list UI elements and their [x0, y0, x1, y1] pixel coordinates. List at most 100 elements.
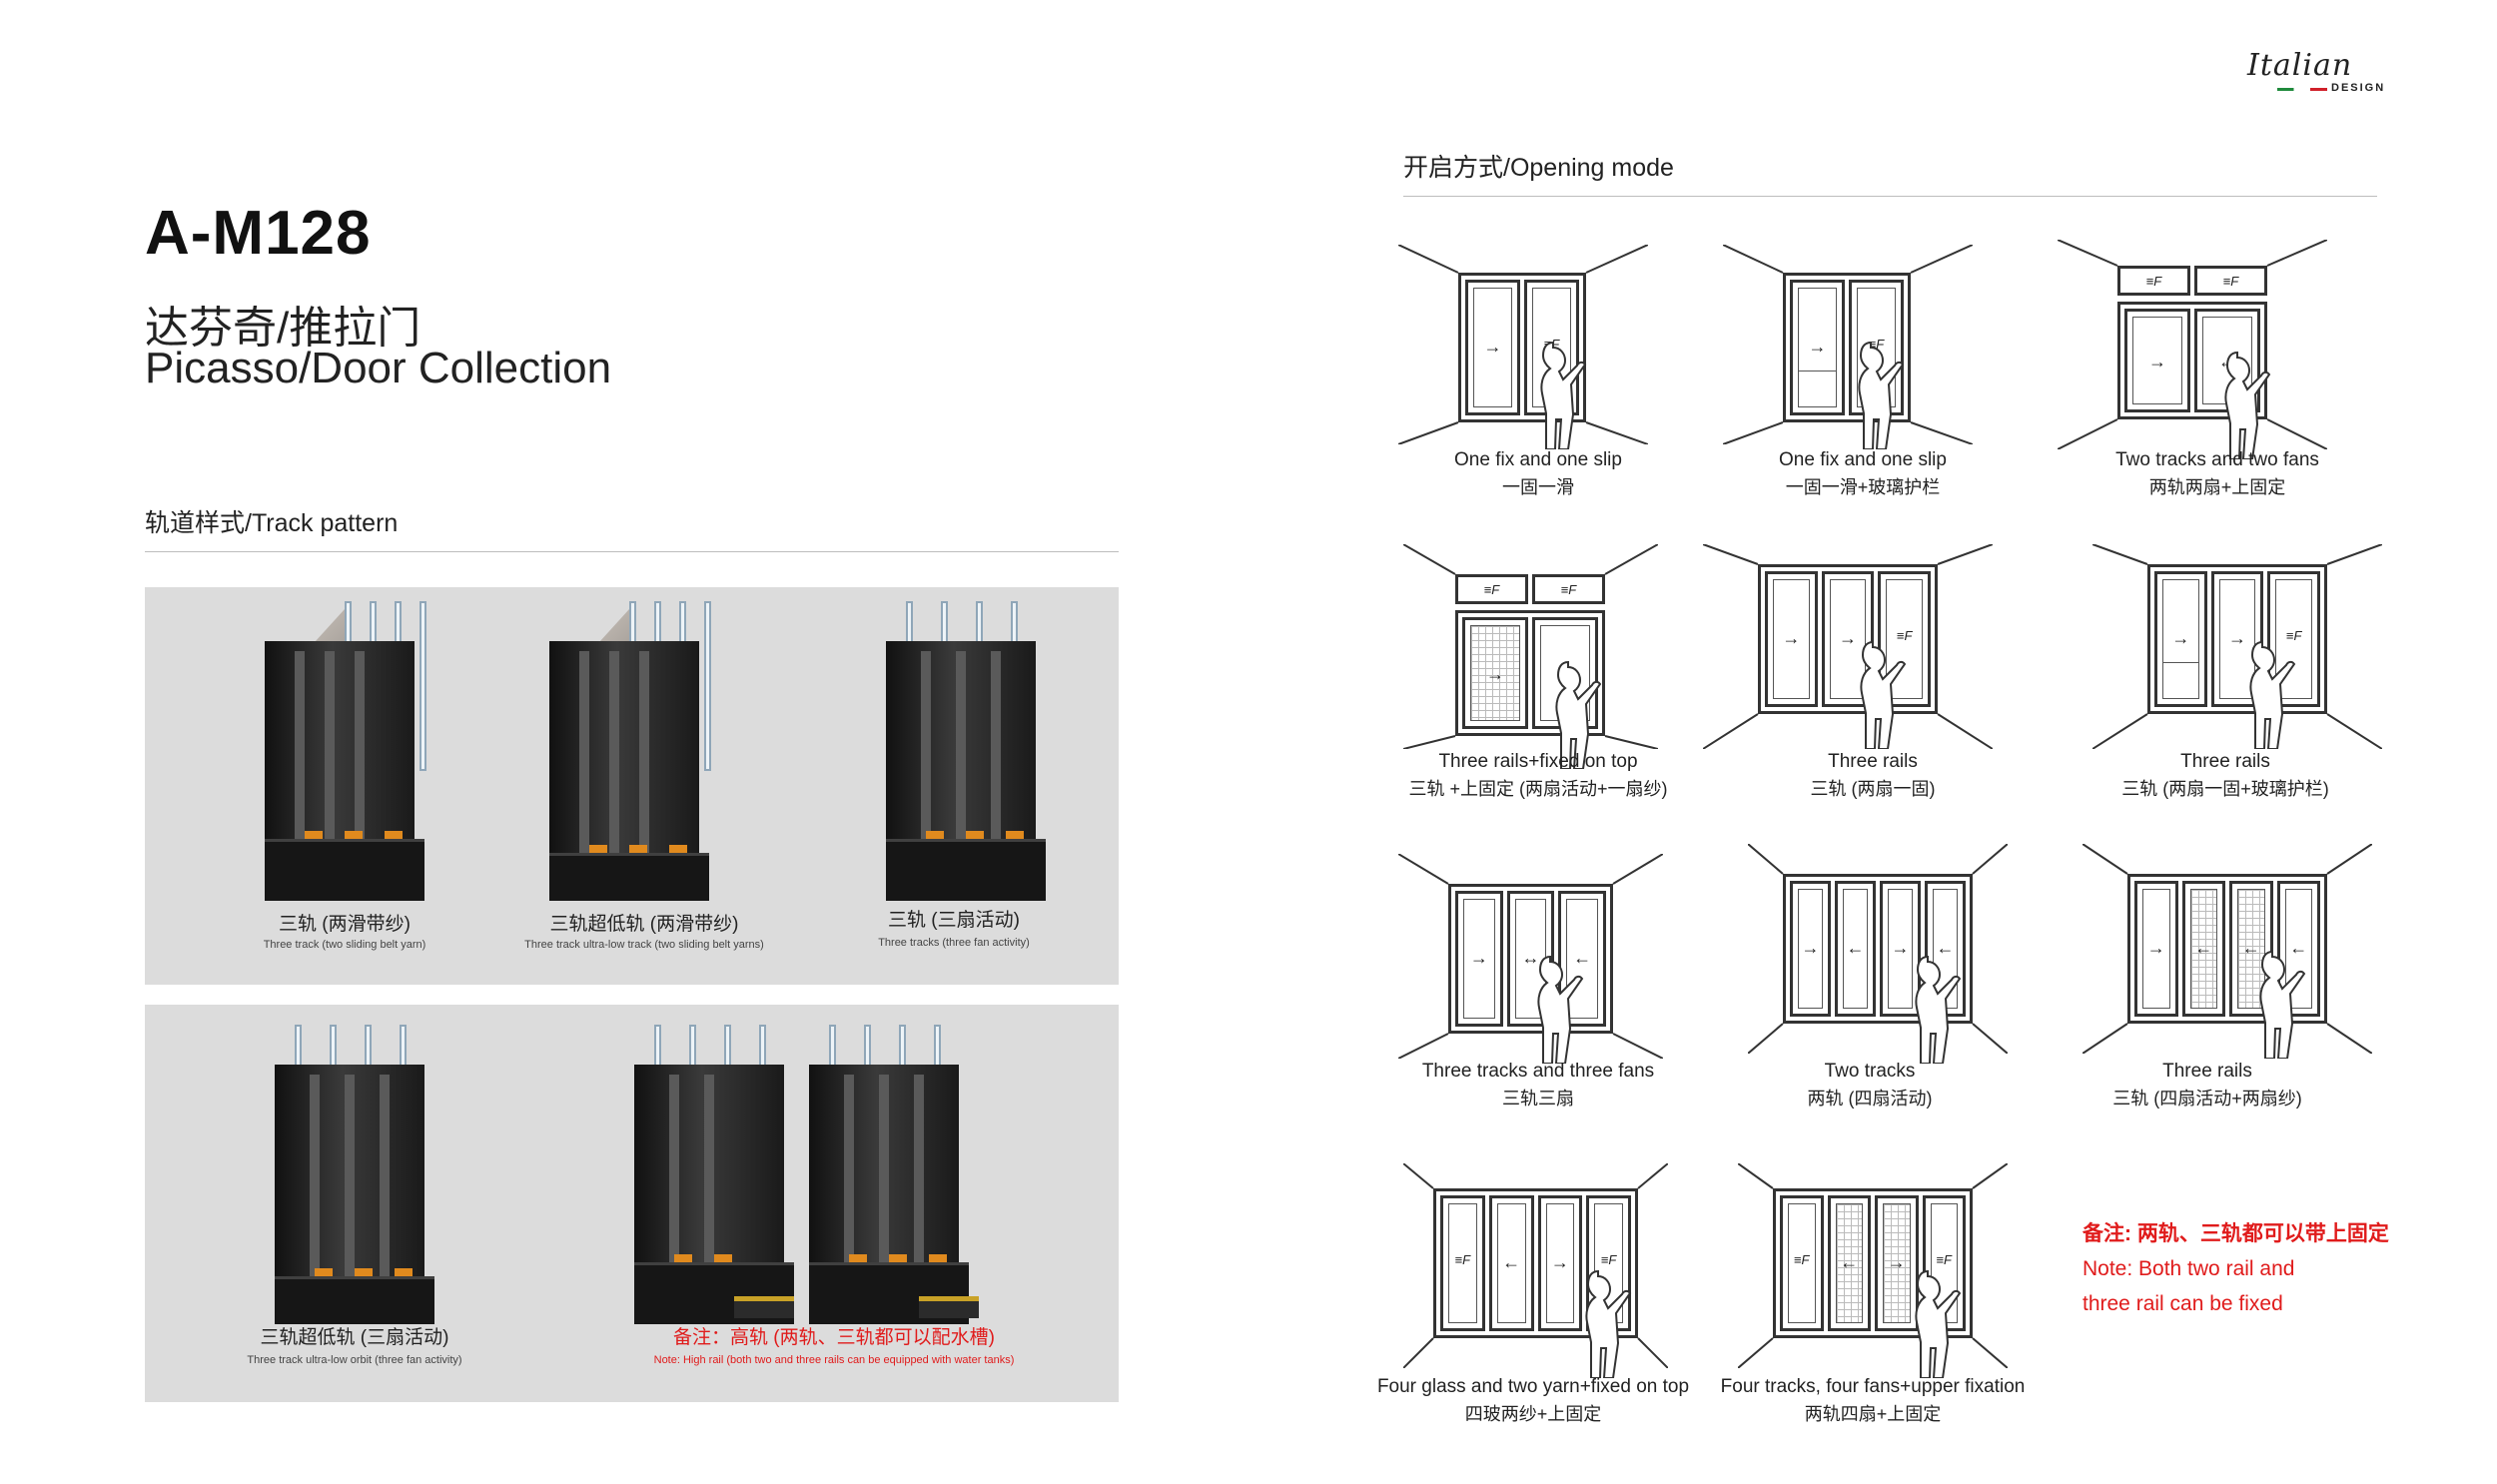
track-profile-image-3 [866, 601, 1066, 901]
room-perspective-lines [1738, 1163, 2008, 1368]
track-caption-cn-4: 三轨超低轨 (三扇活动) [260, 1327, 449, 1348]
collection-title-cn: 达芬奇/推拉门 [145, 304, 421, 353]
door-panel: ≡F [1780, 1195, 1824, 1331]
opening-note-cn: 备注: 两轨、三轨都可以带上固定 [2082, 1222, 2389, 1245]
mode-caption-en-5: Three rails [1828, 751, 1918, 772]
brand-logo: Italian DESIGN [2247, 48, 2387, 98]
opening-diagram-11: ≡F←→≡F [1738, 1163, 2008, 1379]
person-icon [1520, 954, 1590, 1065]
door-frame: ≡F←→≡F [1773, 1188, 1973, 1338]
logo-flag-stripe [2277, 88, 2327, 91]
arrow-right-icon: → [2228, 627, 2246, 648]
mode-caption-cn-9: 三轨 (四扇活动+两扇纱) [2112, 1089, 2302, 1109]
door-panel: ≡F [1878, 571, 1932, 707]
door-panel: → [2124, 309, 2190, 412]
arrow-left-icon: ← [1846, 937, 1865, 958]
logo-word: DESIGN [2331, 82, 2386, 94]
track-caption-cn-3: 三轨 (三扇活动) [888, 910, 1020, 931]
arrow-left-icon: ← [1840, 1251, 1859, 1272]
opening-diagram-8: → ← → ← [1748, 844, 2008, 1065]
room-perspective-lines [1748, 844, 2008, 1054]
collection-title-en: Picasso/Door Collection [145, 344, 612, 392]
door-panel: → [2134, 881, 2178, 1017]
door-frame: →≡F [1783, 273, 1911, 422]
door-frame: →→≡F [2147, 564, 2327, 714]
arrow-left-icon: ← [1573, 947, 1592, 968]
room-perspective-lines [1403, 544, 1658, 749]
person-icon [1538, 659, 1608, 770]
screen-panel: ← [2229, 881, 2273, 1017]
track-section-rule [145, 551, 1119, 552]
mode-caption-en-1: One fix and one slip [1454, 449, 1622, 470]
door-frame: →↔← [1448, 884, 1613, 1034]
door-panel: → [1880, 881, 1921, 1017]
fixed-top-panel: ≡F [2194, 266, 2267, 296]
fixed-mark-icon: ≡F [2145, 274, 2162, 289]
opening-note-en-1: Note: Both two rail and [2082, 1257, 2295, 1280]
door-panel: ≡F [1586, 1195, 1631, 1331]
door-panel: → [1455, 891, 1503, 1027]
person-icon [2242, 949, 2312, 1060]
fixed-mark-icon: ≡F [1793, 1251, 1810, 1267]
person-icon [1841, 340, 1911, 450]
arrow-right-icon: → [1486, 663, 1504, 684]
fixed-mark-icon: ≡F [2222, 274, 2239, 289]
room-perspective-lines [1703, 544, 1993, 749]
door-panel: ← [1558, 891, 1607, 1027]
room-perspective-lines [1403, 1163, 1668, 1368]
person-icon [1843, 639, 1913, 750]
mode-caption-cn-4: 三轨 +上固定 (两扇活动+一扇纱) [1408, 779, 1668, 799]
person-icon [1898, 954, 1968, 1065]
fixed-mark-icon: ≡F [1896, 627, 1913, 643]
room-perspective-lines [2092, 544, 2382, 749]
arrow-right-icon: → [1801, 937, 1820, 958]
mode-caption-en-4: Three rails+fixed on top [1438, 751, 1638, 772]
arrow-left-icon: ← [2194, 937, 2213, 958]
mode-caption-cn-7: 三轨三扇 [1502, 1089, 1574, 1109]
fixed-top-panel: ≡F [2117, 266, 2190, 296]
mode-caption-cn-2: 一固一滑+玻璃护栏 [1785, 477, 1941, 497]
mode-caption-en-2: One fix and one slip [1779, 449, 1947, 470]
opening-diagram-5: →→≡F [1703, 544, 1993, 750]
arrow-right-icon: → [1469, 947, 1488, 968]
mode-caption-en-11: Four tracks, four fans+upper fixation [1720, 1376, 2026, 1397]
screen-panel: ← [1827, 1195, 1871, 1331]
track-profile-image-6 [789, 1025, 989, 1324]
door-panel: ← [1835, 881, 1876, 1017]
opening-diagram-1: →≡F [1398, 245, 1648, 450]
arrow-right-icon: → [2148, 352, 2166, 372]
mode-caption-en-6: Three rails [2180, 751, 2270, 772]
door-frame: → ← → ← [1783, 874, 1973, 1024]
screen-panel: → [1462, 617, 1528, 729]
fixed-mark-icon: ≡F [2285, 627, 2302, 643]
fixed-mark-icon: ≡F [1454, 1251, 1471, 1267]
room-perspective-lines [1723, 245, 1973, 444]
opening-diagram-2: →≡F [1723, 245, 1973, 450]
door-panel: → [1790, 881, 1831, 1017]
door-panel: → [1765, 571, 1818, 707]
track-caption-en-3: Three tracks (three fan activity) [878, 937, 1030, 949]
opening-diagram-7: →↔← [1398, 854, 1663, 1065]
mode-caption-en-3: Two tracks and two fans [2115, 449, 2319, 470]
person-icon [2207, 350, 2277, 460]
track-profile-image-1 [245, 601, 444, 901]
arrow-left-icon: ← [1936, 937, 1955, 958]
door-panel: → [1790, 280, 1845, 415]
door-frame: →→≡F [1758, 564, 1938, 714]
person-icon [1568, 1268, 1638, 1379]
mode-caption-cn-6: 三轨 (两扇一固+玻璃护栏) [2121, 779, 2329, 799]
person-icon [2232, 639, 2302, 750]
track-panel-bottom: 三轨超低轨 (三扇活动) Three track ultra-low orbit… [145, 1005, 1119, 1402]
fixed-top-panels: ≡F≡F [1455, 574, 1605, 604]
track-panel-top: 三轨 (两滑带纱) Three track (two sliding belt … [145, 587, 1119, 985]
track-caption-en-4: Three track ultra-low orbit (three fan a… [247, 1354, 462, 1366]
fixed-top-panel: ≡F [1532, 574, 1605, 604]
mode-caption-en-10: Four glass and two yarn+fixed on top [1376, 1376, 1690, 1397]
logo-script: Italian [2247, 48, 2353, 83]
screen-panel: ← [2181, 881, 2225, 1017]
opening-diagram-4: ≡F≡F→← [1403, 544, 1658, 770]
mode-caption-cn-11: 两轨四扇+上固定 [1804, 1404, 1942, 1424]
mode-caption-en-9: Three rails [2162, 1061, 2252, 1082]
arrow-right-icon: → [1891, 937, 1910, 958]
room-perspective-lines [2082, 844, 2372, 1054]
